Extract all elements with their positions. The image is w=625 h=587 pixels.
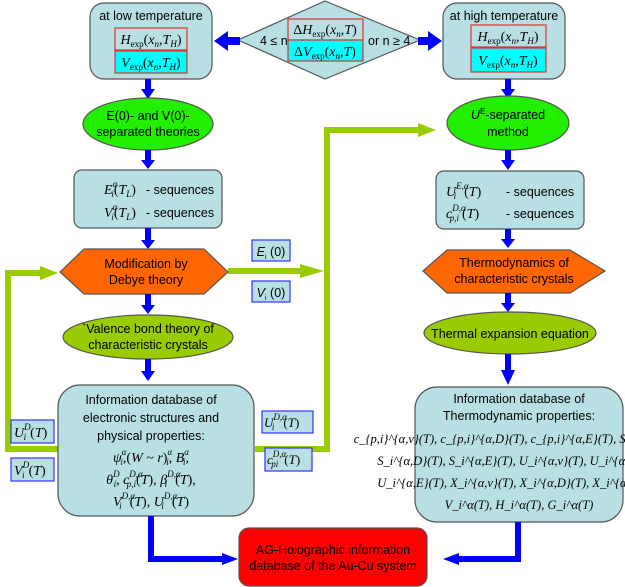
theory-line-2: separated theories (96, 125, 200, 139)
right-seq-text-1: - sequences (506, 185, 574, 199)
vi0-text: Vi (0) (257, 286, 286, 302)
label-vi0: Vi (0) (251, 280, 291, 303)
high-temp-v-exp-cell (470, 47, 547, 73)
arrow-sequences-to-thermo (501, 229, 515, 248)
method-line-1: UE-separated (471, 107, 545, 122)
left-seq-text-1: - sequences (146, 183, 214, 197)
thermodynamic-database-box: Information database of Thermodynamic pr… (354, 386, 625, 523)
tdb-formula-1: c_{p,i}^{α,v}(T), c_{p,i}^{α,D}(T), c_{p… (354, 432, 625, 446)
debye-hexagon: Modification by Debye theory (59, 248, 229, 295)
low-temp-v-exp-cell (114, 50, 188, 74)
tdb-line-2: Thermodynamic properties: (443, 409, 595, 423)
delta-v-cell (287, 39, 364, 62)
arrow-right-db-to-final (443, 522, 521, 565)
arrow-sequences-to-debye (141, 228, 155, 249)
high-temp-v-exp: Vexp(xn,TH) (478, 54, 538, 70)
valence-line-2: characteristic crystals (88, 338, 207, 352)
label-ei0: Ei (0) (251, 239, 291, 262)
debye-to-right-line (228, 264, 324, 278)
arrow-theory-to-sequences (141, 150, 155, 169)
final-database-box: AG-Holographic information database of t… (238, 527, 428, 587)
arrow-debye-to-valence (141, 294, 155, 314)
arrow-low-temp-to-theory (141, 79, 155, 99)
low-temperature-heading: at low temperature (99, 9, 203, 23)
arrow-to-low-temp (214, 31, 240, 51)
tdb-formula-4: V_i^α(T), H_i^α(T), G_i^α(T) (445, 498, 594, 512)
debye-line-2: Debye theory (109, 273, 184, 287)
left-seq-text-2: - sequences (146, 206, 214, 220)
edb-line-1: Information database of (85, 393, 217, 407)
ei0-text: Ei (0) (257, 245, 286, 261)
arrow-expansion-to-database (501, 354, 515, 385)
final-line-2: database of the Au-Cu system (249, 559, 416, 573)
delta-h-exp: ΔHexp(xn,T) (293, 23, 357, 39)
thermo-line-1: Thermodynamics of (459, 256, 569, 270)
edb-line-2: electronic structures and (83, 411, 219, 425)
edb-line-3: physical properties: (97, 429, 205, 443)
valence-line-1: `Valence bond theory of (82, 322, 214, 336)
condition-left: 4 ≤ n (260, 34, 288, 48)
arrow-valence-to-database (141, 359, 155, 381)
high-temperature-box: at high temperature Hexp(xn,TH) Vexp(xn,… (442, 2, 566, 80)
high-temp-h-exp-cell (470, 24, 547, 48)
arrow-to-high-temp (418, 31, 442, 51)
ue-separated-method-ellipse: UE-separated method (446, 95, 570, 151)
arrow-thermo-to-expansion (501, 293, 515, 312)
condition-right: or n ≥ 4 (368, 34, 410, 48)
arrow-method-to-sequences (501, 150, 515, 170)
theory-line-1: E(0)- and V(0)- (106, 109, 189, 123)
final-line-1: AG-Holographic information (256, 543, 410, 557)
separated-theories-ellipse: E(0)- and V(0)- separated theories (82, 97, 214, 151)
arrow-high-temp-to-method (501, 79, 515, 99)
thermodynamics-hexagon: Thermodynamics of characteristic crystal… (422, 249, 607, 294)
thermal-expansion-ellipse: Thermal expansion equation (423, 311, 597, 355)
high-temperature-heading: at high temperature (450, 9, 558, 23)
low-temperature-box: at low temperature Hexp(xn,TH) Vexp(xn,T… (89, 2, 213, 80)
electronic-database-box: Information database of electronic struc… (57, 384, 255, 517)
decision-diamond: 4 ≤ n or n ≥ 4 ΔHexp(xn,T) ΔVexp(xn,T) (236, 0, 422, 80)
low-temp-h-exp-cell (114, 27, 188, 51)
tdb-formula-2: S_i^{α,D}(T), S_i^{α,E}(T), U_i^{α,v}(T)… (377, 454, 625, 468)
tdb-line-1: Information database of (453, 392, 585, 406)
arrow-left-db-to-final (148, 516, 238, 565)
delta-v-exp: ΔVexp(xn,T) (294, 45, 356, 61)
valence-bond-ellipse: `Valence bond theory of characteristic c… (62, 314, 234, 360)
expansion-line-1: Thermal expansion equation (431, 327, 589, 341)
thermo-line-2: characteristic crystals (454, 272, 573, 286)
right-seq-text-2: - sequences (506, 207, 574, 221)
method-line-2: method (487, 125, 529, 139)
tdb-formula-3: U_i^{α,E}(T), X_i^{α,v}(T), X_i^{α,D}(T)… (377, 476, 625, 490)
debye-line-1: Modification by (104, 257, 188, 271)
